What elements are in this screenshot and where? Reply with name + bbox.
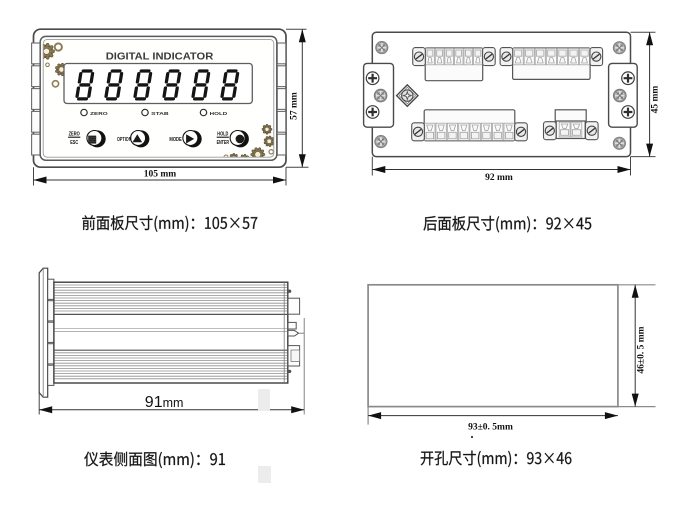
- svg-text:ENTER: ENTER: [217, 140, 229, 146]
- svg-text:46±0. 5 mm: 46±0. 5 mm: [637, 326, 647, 373]
- svg-text:DIGITAL INDICATOR: DIGITAL INDICATOR: [106, 51, 214, 62]
- svg-text:ZERO: ZERO: [90, 111, 108, 117]
- svg-text:45 mm: 45 mm: [651, 86, 661, 114]
- svg-text:HOLD: HOLD: [210, 111, 228, 117]
- svg-text:105 mm: 105 mm: [144, 170, 177, 180]
- svg-text:57 mm: 57 mm: [290, 92, 300, 120]
- svg-text:ESC: ESC: [70, 140, 78, 146]
- svg-text:OPTION: OPTION: [117, 137, 132, 143]
- svg-text:HOLD: HOLD: [217, 132, 228, 138]
- svg-text:STAB: STAB: [151, 111, 169, 117]
- svg-text:ZERO: ZERO: [69, 132, 80, 138]
- svg-text:92 mm: 92 mm: [485, 173, 513, 183]
- svg-text:91mm: 91mm: [145, 394, 184, 411]
- svg-text:MODE: MODE: [169, 137, 182, 143]
- svg-text:93±0. 5mm: 93±0. 5mm: [468, 422, 513, 432]
